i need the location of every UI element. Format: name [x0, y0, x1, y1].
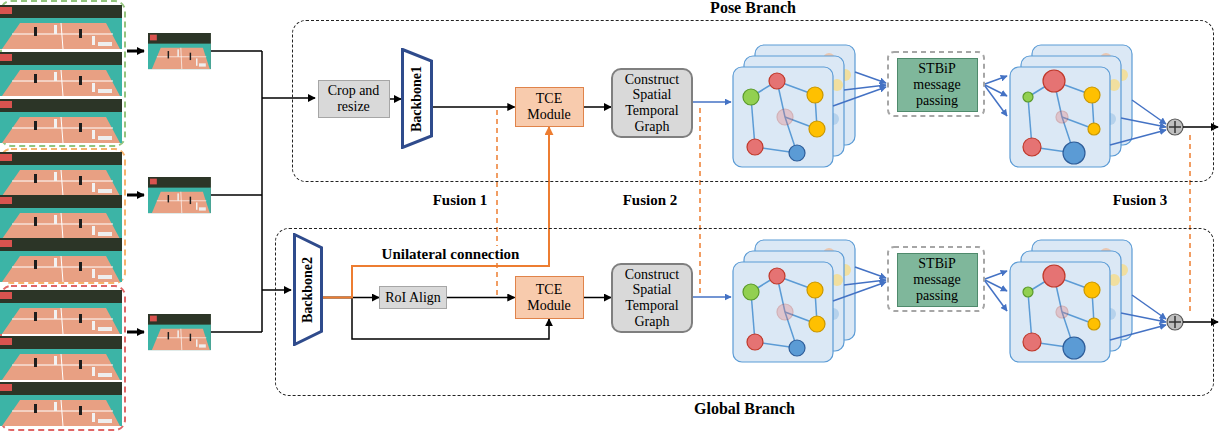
tce-module-box: TCE Module: [515, 276, 584, 319]
box-label: Crop and resize: [322, 83, 386, 114]
connector-arrow: [584, 297, 612, 299]
backbone-label: Backbone2: [300, 256, 316, 322]
connector-arrow: [390, 98, 402, 100]
graph-stack: [733, 45, 855, 167]
connector-arrow: [447, 297, 515, 299]
trapezoid-shape: [295, 235, 322, 345]
branch-title: Pose Branch: [293, 0, 1213, 17]
connector-label: Unilateral connection: [380, 246, 522, 263]
fusion-label: Fusion 3: [1113, 192, 1168, 209]
key-frame: [148, 33, 211, 350]
message-passing-box: STBiP message passing: [897, 253, 978, 307]
connector-arrow: [584, 106, 612, 108]
box-label: TCE Module: [519, 91, 580, 122]
box-label: RoI Align: [385, 290, 441, 306]
backbone-trapezoid: Backbone1: [401, 48, 433, 149]
backbone-trapezoid: Backbone2: [293, 233, 323, 346]
graph-flow: [692, 52, 1218, 145]
fusion-label: Fusion 2: [623, 192, 678, 209]
video-clip-group: [0, 286, 125, 430]
video-clip-group: [0, 1, 125, 146]
graph-construct-box: Construct Spatial Temporal Graph: [611, 263, 693, 333]
connector-arrow: [433, 106, 515, 108]
graph-stack: [1010, 240, 1132, 362]
box-label: STBiP message passing: [901, 61, 974, 108]
box-label: Construct Spatial Temporal Graph: [616, 267, 688, 330]
process-box: Crop and resize: [318, 80, 390, 118]
graph-stack: [1010, 45, 1132, 167]
box-label: Construct Spatial Temporal Graph: [616, 72, 688, 135]
backbone-label: Backbone1: [409, 65, 425, 131]
trapezoid-shape: [403, 50, 432, 148]
sampling-arrow: [127, 51, 144, 332]
graph-construct-box: Construct Spatial Temporal Graph: [611, 68, 693, 138]
connector-arrow: [323, 127, 549, 297]
process-box: RoI Align: [379, 286, 447, 309]
graph-flow: [692, 247, 1218, 340]
graph-stack: [733, 240, 855, 362]
branch-panel: Pose BranchCrop and resizeBackbone1TCE M…: [292, 20, 1214, 182]
box-label: STBiP message passing: [901, 256, 974, 303]
tce-module-box: TCE Module: [515, 87, 584, 127]
message-passing-box: STBiP message passing: [897, 58, 978, 112]
branch-title: Global Branch: [276, 400, 1213, 418]
fusion-label: Fusion 1: [433, 192, 488, 209]
box-label: TCE Module: [519, 282, 580, 313]
video-clip-group: [0, 149, 125, 283]
